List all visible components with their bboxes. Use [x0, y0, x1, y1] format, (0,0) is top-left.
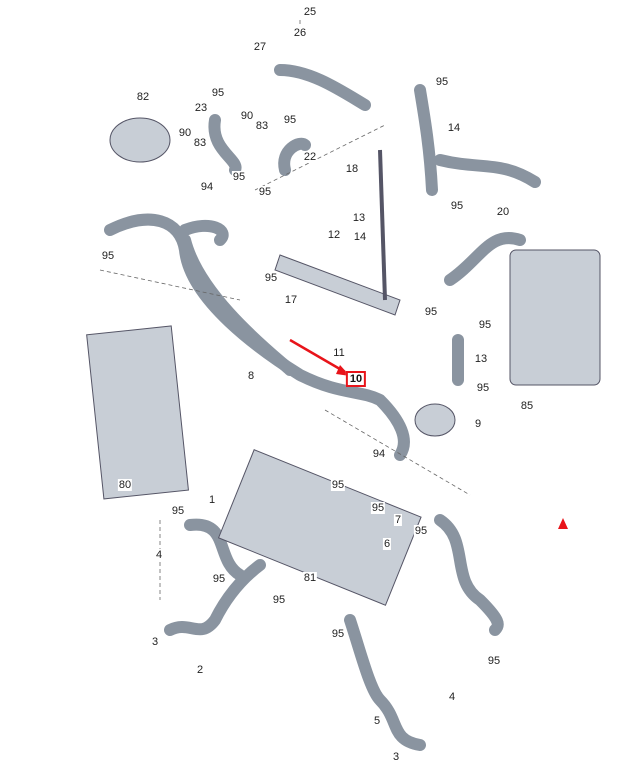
- triangle-marker-icon: [558, 518, 568, 529]
- part-label: 5: [372, 715, 382, 727]
- part-label: 25: [302, 6, 318, 18]
- bracket-12: [274, 254, 401, 316]
- part-label: 95: [330, 628, 346, 640]
- part-label: 14: [446, 122, 462, 134]
- components: [86, 117, 601, 606]
- hose-20: [444, 232, 526, 286]
- leader-lines: [99, 20, 471, 600]
- hose-14b: [434, 154, 541, 188]
- hoses: [104, 64, 541, 751]
- part-label: 18: [344, 163, 360, 175]
- part-label: 95: [449, 200, 465, 212]
- highlighted-part-label: 10: [345, 371, 367, 387]
- part-label: 83: [254, 120, 270, 132]
- pipe-13: [378, 149, 387, 301]
- part-label: 11: [332, 347, 346, 359]
- part-label: 95: [263, 272, 279, 284]
- expansion-tank-82: [109, 117, 171, 163]
- part-label: 81: [302, 572, 318, 584]
- hose-23: [208, 114, 242, 176]
- part-label: 95: [475, 382, 491, 394]
- part-label: 95: [477, 319, 493, 331]
- part-label: 95: [231, 171, 247, 183]
- part-label: 22: [302, 151, 318, 163]
- part-label: 80: [117, 479, 133, 491]
- part-label: 4: [154, 549, 164, 561]
- part-label: 12: [326, 229, 342, 241]
- part-label: 1: [207, 494, 217, 506]
- part-label: 83: [192, 137, 208, 149]
- part-label: 95: [100, 250, 116, 262]
- hose-2: [164, 559, 266, 636]
- part-label: 20: [495, 206, 511, 218]
- part-label: 94: [371, 448, 387, 460]
- part-label: 27: [252, 41, 268, 53]
- part-label: 23: [193, 102, 209, 114]
- part-label: 95: [271, 594, 287, 606]
- part-label: 95: [486, 655, 502, 667]
- part-label: 82: [135, 91, 151, 103]
- part-label: 95: [434, 76, 450, 88]
- part-label: 95: [211, 573, 227, 585]
- part-label: 8: [246, 370, 256, 382]
- hose-5: [344, 614, 426, 751]
- hose-8b: [179, 234, 296, 376]
- part-label: 17: [283, 294, 299, 306]
- hose-22: [278, 137, 311, 176]
- part-label: 95: [413, 525, 429, 537]
- part-label: 95: [423, 306, 439, 318]
- part-label: 90: [239, 110, 255, 122]
- part-label: 26: [292, 27, 308, 39]
- part-label: 85: [519, 400, 535, 412]
- hose-6: [434, 514, 504, 636]
- radiator-80: [86, 325, 189, 500]
- part-label: 95: [210, 87, 226, 99]
- part-label: 7: [393, 514, 403, 526]
- hose-14: [414, 84, 438, 196]
- part-label: 4: [447, 691, 457, 703]
- heater-85: [509, 249, 601, 386]
- part-label: 9: [473, 418, 483, 430]
- part-label: 95: [370, 502, 386, 514]
- part-label: 14: [352, 231, 368, 243]
- part-label: 6: [382, 538, 392, 550]
- part-label: 13: [351, 212, 367, 224]
- part-label: 2: [195, 664, 205, 676]
- part-label: 3: [391, 751, 401, 763]
- pump-9: [414, 403, 456, 437]
- hose-1: [184, 518, 246, 581]
- pipe-25: [274, 64, 371, 111]
- part-label: 95: [170, 505, 186, 517]
- part-label: 90: [177, 127, 193, 139]
- hose-94: [179, 219, 229, 246]
- pointer-arrow: [289, 338, 346, 374]
- part-label: 3: [150, 636, 160, 648]
- part-label: 94: [199, 181, 215, 193]
- part-label: 13: [473, 353, 489, 365]
- part-label: 95: [330, 479, 346, 491]
- part-label: 95: [282, 114, 298, 126]
- part-label: 95: [257, 186, 273, 198]
